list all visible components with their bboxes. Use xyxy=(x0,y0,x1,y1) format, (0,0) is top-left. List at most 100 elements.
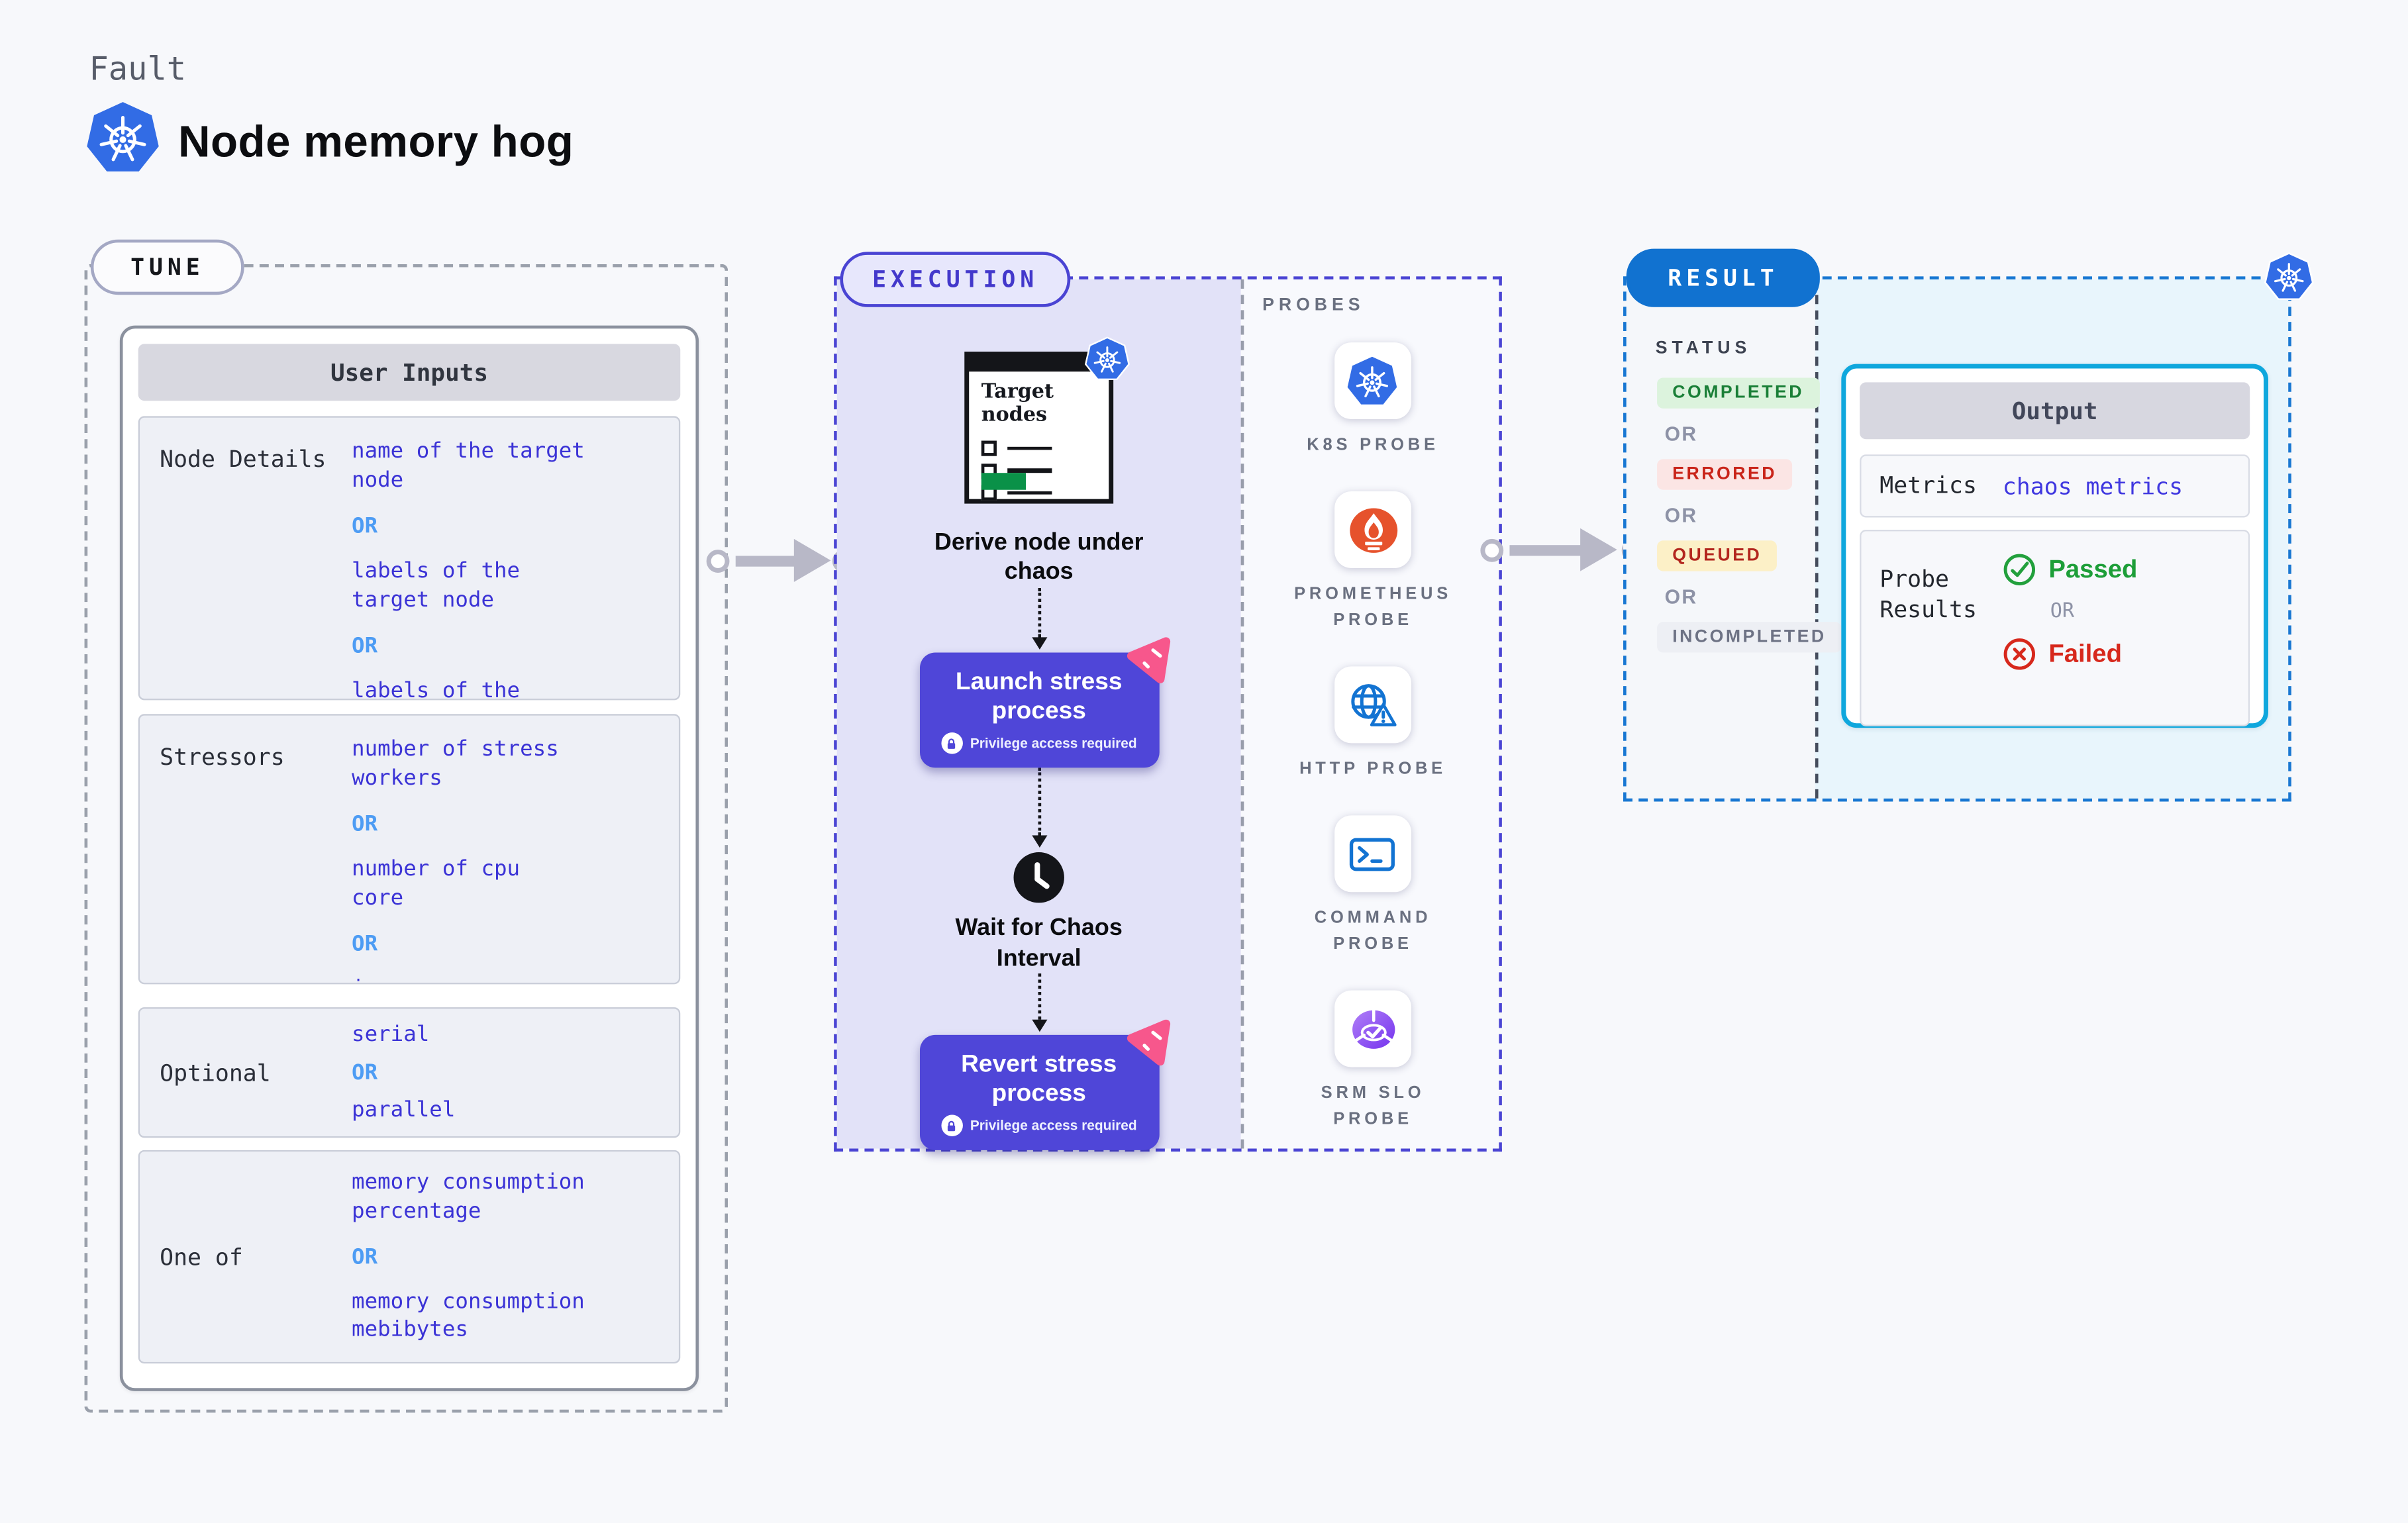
execution-badge: EXECUTION xyxy=(840,252,1071,307)
or-separator: OR xyxy=(352,1244,378,1269)
list-line xyxy=(1007,468,1052,473)
probe-item: K8S PROBE xyxy=(1307,342,1439,459)
tune-to-execution-arrow xyxy=(706,538,856,584)
probe-item: COMMAND PROBE xyxy=(1314,815,1432,959)
list-line xyxy=(1007,446,1052,451)
check-circle-icon xyxy=(2003,553,2036,587)
probes-title: PROBES xyxy=(1262,296,1365,315)
user-inputs-card: User Inputs Node Details name of the targ… xyxy=(119,325,699,1391)
list-line xyxy=(1007,491,1052,495)
metrics-row: Metrics chaos metrics xyxy=(1860,454,2250,518)
probe-label: PROMETHEUS PROBE xyxy=(1294,585,1452,630)
output-card: Output Metrics chaos metrics Probe Resul… xyxy=(1841,364,2268,728)
stress-icon xyxy=(1125,636,1172,683)
or-separator: OR xyxy=(1664,422,1698,446)
wait-caption: Wait for Chaos Interval xyxy=(955,915,1123,971)
probe-label: HTTP PROBE xyxy=(1299,760,1447,779)
input-option: labels of the application scheduled on t… xyxy=(352,677,521,701)
lock-icon xyxy=(940,732,963,754)
srm-slo-probe-icon xyxy=(1334,991,1412,1068)
x-circle-icon xyxy=(2003,637,2036,671)
failed-label: Failed xyxy=(2048,639,2122,667)
row-label: One of xyxy=(160,1243,243,1271)
user-inputs-title: User Inputs xyxy=(138,344,681,401)
execution-panel: EXECUTION Target nodes Derive node under… xyxy=(834,252,1505,1152)
row-label: Stressors xyxy=(160,743,285,771)
input-option: number of cpu core xyxy=(352,856,521,910)
flow-connector xyxy=(1031,587,1047,650)
status-badge: QUEUED xyxy=(1657,540,1778,571)
or-separator: OR xyxy=(2050,600,2074,624)
probe-label: COMMAND PROBE xyxy=(1314,909,1432,954)
or-separator: OR xyxy=(1664,585,1698,609)
execution-flow: Target nodes Derive node under chaos Lau… xyxy=(837,279,1241,1151)
status-badge: ERRORED xyxy=(1657,459,1793,490)
probes-list: K8S PROBE PROMETHEUS PROBE HTTP PROBE COMMA… xyxy=(1294,342,1452,1134)
or-separator: OR xyxy=(1664,503,1698,527)
target-nodes-list xyxy=(981,440,1052,501)
metrics-value: chaos metrics xyxy=(2002,472,2183,500)
input-option: labels of the target node xyxy=(352,558,521,613)
connector-dot xyxy=(1480,538,1504,562)
kubernetes-icon xyxy=(2264,252,2315,303)
tune-badge: TUNE xyxy=(90,239,244,295)
launch-stress-process-button[interactable]: Launch stress process Privilege access r… xyxy=(919,636,1170,768)
status-badge: INCOMPLETED xyxy=(1657,622,1842,653)
row-label: Node Details xyxy=(160,445,326,473)
or-separator: OR xyxy=(352,931,378,956)
input-option: serial xyxy=(352,1022,430,1047)
flow-connector xyxy=(1031,973,1047,1032)
probe-results-label: Probe Results xyxy=(1880,565,1977,624)
arrow-head xyxy=(793,538,831,582)
command-probe-icon xyxy=(1334,815,1412,893)
prometheus-probe-icon xyxy=(1334,491,1412,569)
status-list: COMPLETED OR ERRORED OR QUEUED OR INCOMPLETED xyxy=(1657,377,1842,653)
result-panel: RESULT STATUS COMPLETED OR ERRORED OR QUEUED… xyxy=(1623,248,2314,802)
probe-label: K8S PROBE xyxy=(1307,436,1439,455)
page-title: Node memory hog xyxy=(177,118,574,168)
status-title: STATUS xyxy=(1655,339,1752,358)
target-nodes-window: Target nodes xyxy=(964,336,1130,504)
execution-to-result-arrow xyxy=(1480,526,1645,573)
lock-icon xyxy=(940,1115,963,1137)
input-option: parallel xyxy=(352,1097,456,1122)
result-badge: RESULT xyxy=(1626,248,1821,307)
or-separator: OR xyxy=(352,812,378,837)
input-option: number of stress workers xyxy=(352,737,559,791)
checkbox-icon xyxy=(981,440,997,456)
k8s-probe-icon xyxy=(1334,342,1412,420)
probes-column: PROBES K8S PROBE PROMETHEUS PROBE HTTP PRO… xyxy=(1241,279,1505,1134)
arrow-shaft xyxy=(735,555,807,566)
metrics-label: Metrics xyxy=(1880,471,1977,500)
privilege-note: Privilege access required xyxy=(970,736,1137,752)
or-separator: OR xyxy=(352,633,378,658)
clock-icon xyxy=(1012,851,1066,905)
privilege-note: Privilege access required xyxy=(970,1118,1137,1134)
arrow-shaft xyxy=(1509,544,1593,556)
flow-connector xyxy=(1031,767,1047,848)
kubernetes-icon xyxy=(86,101,160,175)
probe-results-row: Probe Results Passed OR Failed xyxy=(1860,530,2250,726)
passed-label: Passed xyxy=(2048,555,2138,583)
progress-bar xyxy=(981,473,1027,490)
probe-item: HTTP PROBE xyxy=(1299,666,1447,783)
output-title: Output xyxy=(1860,382,2250,440)
tune-panel: TUNE User Inputs Node Details name of the… xyxy=(84,239,728,1413)
revert-title: Revert stress process xyxy=(961,1052,1117,1108)
launch-title: Launch stress process xyxy=(955,669,1123,725)
input-option: io xyxy=(352,974,673,983)
probe-item: SRM SLO PROBE xyxy=(1321,991,1425,1134)
input-option: memory consumption mebibytes xyxy=(352,1289,585,1343)
revert-stress-process-button[interactable]: Revert stress process Privilege access r… xyxy=(919,1019,1170,1151)
fault-eyebrow: Fault xyxy=(89,50,187,88)
http-probe-icon xyxy=(1334,666,1412,744)
status-badge: COMPLETED xyxy=(1657,377,1820,409)
